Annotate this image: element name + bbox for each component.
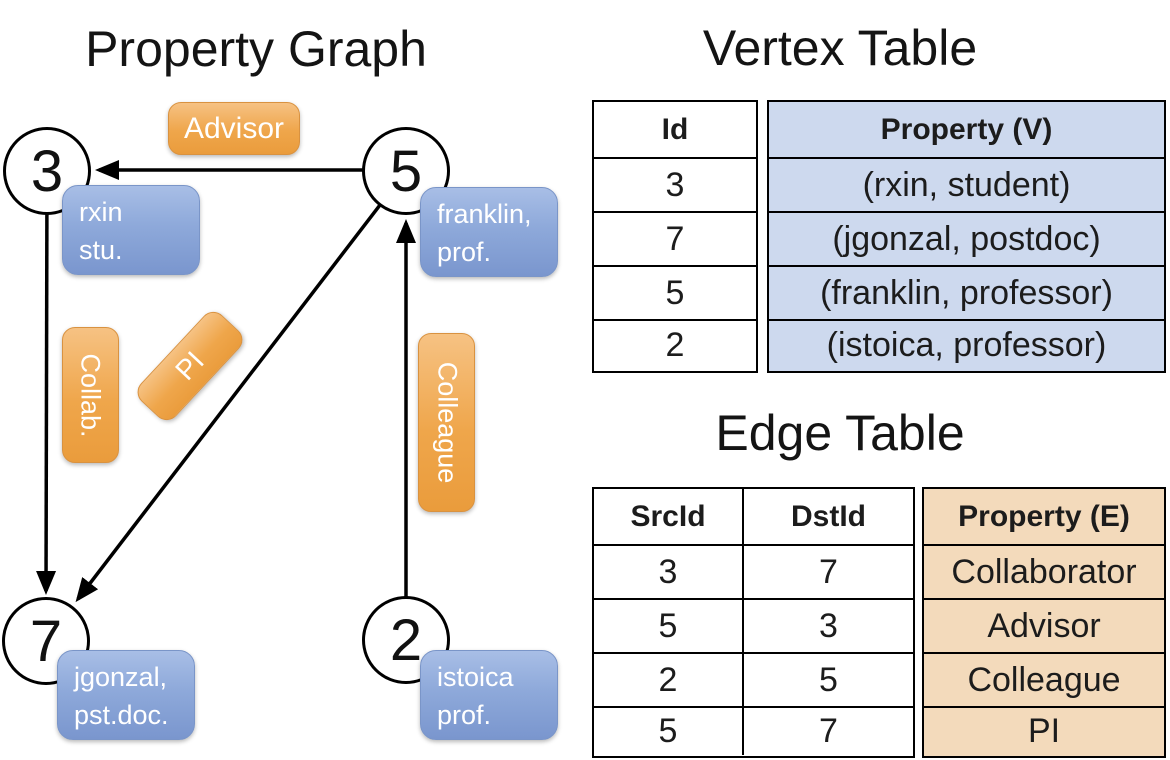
- vertex-card-line2: prof.: [437, 237, 492, 268]
- edge-label-pi-text: PI: [169, 345, 210, 386]
- edge-table-dst-cell: 3: [744, 598, 913, 652]
- edge-label-collab: Collab.: [62, 327, 119, 463]
- edge-table-dst-cell: 5: [744, 652, 913, 706]
- vertex-card-istoica: istoica prof.: [420, 650, 558, 740]
- vertex-table-property-column: Property (V) (rxin, student) (jgonzal, p…: [767, 100, 1166, 373]
- edge-line-collab-3-to-7: [36, 170, 57, 595]
- vertex-table-property-cell: (franklin, professor): [769, 265, 1164, 319]
- vertex-table-id-column: Id 3 7 5 2: [592, 100, 758, 373]
- vertex-card-franklin: franklin, prof.: [420, 187, 558, 277]
- vertex-table-property-cell: (jgonzal, postdoc): [769, 211, 1164, 265]
- edge-table-property-cell: Collaborator: [924, 544, 1164, 598]
- vertex-card-line1: franklin,: [437, 199, 532, 229]
- edge-table-src-cell: 2: [594, 652, 744, 706]
- edge-table-property-cell: PI: [924, 706, 1164, 755]
- edge-table-src-cell: 5: [594, 598, 744, 652]
- vertex-table-id-cell: 2: [594, 319, 756, 370]
- vertex-card-line1: rxin: [79, 197, 123, 227]
- edge-table-ids-columns: SrcId DstId 3 7 5 3 2 5 5 7: [592, 487, 915, 758]
- edge-label-colleague: Colleague: [418, 333, 475, 512]
- vertex-table-property-cell: (istoica, professor): [769, 319, 1164, 370]
- vertex-table-header-id: Id: [661, 112, 689, 146]
- edge-table-property-column: Property (E) Collaborator Advisor Collea…: [922, 487, 1166, 758]
- edge-table-dst-cell: 7: [744, 706, 913, 755]
- vertex-table-id-cell: 5: [594, 265, 756, 319]
- edge-label-colleague-text: Colleague: [432, 361, 462, 484]
- vertex-card-line2: prof.: [437, 700, 492, 731]
- vertex-table-id-cell: 7: [594, 211, 756, 265]
- vertex-card-rxin: rxin stu.: [62, 185, 200, 275]
- graph-node-2: 2: [362, 596, 450, 684]
- edge-table-header-property: Property (E): [958, 499, 1130, 533]
- node-id-label: 3: [30, 138, 64, 204]
- node-id-label: 5: [389, 138, 423, 204]
- property-graph-title: Property Graph: [85, 21, 427, 77]
- vertex-card-line2: pst.doc.: [74, 700, 169, 731]
- edge-table-dst-cell: 7: [744, 544, 913, 598]
- edge-table-title: Edge Table: [715, 405, 965, 461]
- node-id-label: 2: [389, 607, 423, 673]
- edge-table-property-cell: Colleague: [924, 652, 1164, 706]
- edge-label-advisor: Advisor: [168, 102, 300, 155]
- edge-label-collab-text: Collab.: [76, 352, 107, 438]
- edge-table-src-cell: 3: [594, 544, 744, 598]
- vertex-table-id-cell: 3: [594, 157, 756, 211]
- edge-table-property-cell: Advisor: [924, 598, 1164, 652]
- graph-edges-svg: [36, 160, 416, 640]
- edge-table-header-srcid: SrcId: [594, 489, 744, 544]
- edge-table-src-cell: 5: [594, 706, 744, 755]
- node-id-label: 7: [29, 608, 63, 674]
- vertex-table-header-property: Property (V): [880, 112, 1053, 146]
- vertex-card-jgonzal: jgonzal, pst.doc.: [57, 650, 195, 740]
- graph-node-5: 5: [362, 127, 450, 215]
- vertex-card-line1: istoica: [437, 662, 514, 692]
- edge-table-header-dstid: DstId: [791, 499, 866, 533]
- vertex-table-property-cell: (rxin, student): [769, 157, 1164, 211]
- vertex-card-line2: stu.: [79, 235, 123, 266]
- vertex-card-line1: jgonzal,: [74, 662, 168, 692]
- vertex-table-title: Vertex Table: [702, 20, 978, 76]
- edge-label-advisor-text: Advisor: [183, 111, 285, 145]
- edge-line-pi-5-to-7: [75, 169, 408, 603]
